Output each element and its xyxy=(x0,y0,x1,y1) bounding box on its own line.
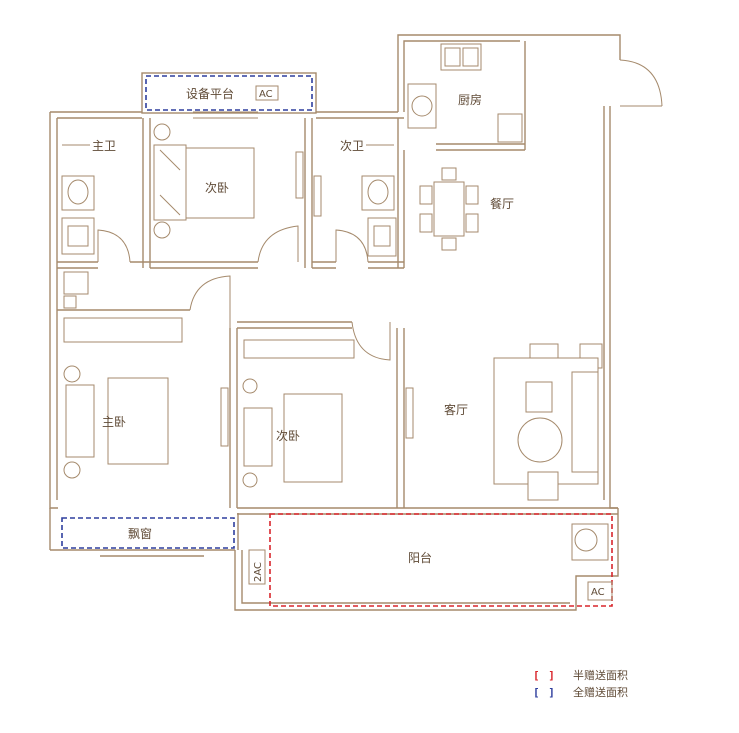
ac-box-right xyxy=(587,581,613,601)
ac-label-left: 2AC xyxy=(253,562,264,582)
outer-walls xyxy=(49,34,663,611)
master-bath-fixtures xyxy=(61,144,95,255)
legend-symbol-half: [ ] xyxy=(533,668,556,682)
legend-text-half: 半赠送面积 xyxy=(573,669,628,682)
second-bath-fixtures xyxy=(361,144,397,257)
legend-text-full: 全赠送面积 xyxy=(573,686,628,699)
ac-label-platform: AC xyxy=(259,89,273,100)
label-master-bath: 主卫 xyxy=(92,139,116,153)
bedroom-top-furniture xyxy=(153,123,255,239)
label-bedroom-top: 次卧 xyxy=(205,181,229,195)
label-second-bath: 次卫 xyxy=(340,139,364,153)
label-master-bedroom: 主卧 xyxy=(102,415,126,429)
master-bedroom-furniture xyxy=(63,271,183,479)
full-gift-outline-platform xyxy=(145,75,313,111)
label-kitchen: 厨房 xyxy=(458,92,482,107)
dining-table xyxy=(419,167,479,251)
ac-box-platform xyxy=(255,85,279,101)
legend-symbol-full: [ ] xyxy=(533,685,556,699)
balcony-fixture xyxy=(571,523,609,561)
legend-row-half: [ ] 半赠送面积 xyxy=(533,667,628,683)
legend-row-full: [ ] 全赠送面积 xyxy=(533,684,628,700)
bedroom-mid-furniture xyxy=(242,339,355,488)
kitchen-fixtures xyxy=(407,43,523,143)
label-bay-window: 飘窗 xyxy=(128,527,152,541)
windows xyxy=(193,111,414,447)
full-gift-outline-bay-window xyxy=(61,517,235,549)
label-balcony: 阳台 xyxy=(408,550,432,565)
label-equipment-platform: 设备平台 xyxy=(186,86,234,101)
doors xyxy=(97,225,391,361)
ac-label-right: AC xyxy=(591,587,605,598)
label-dining: 餐厅 xyxy=(490,196,514,211)
ac-box-left xyxy=(248,549,266,585)
label-living: 客厅 xyxy=(444,402,468,417)
interior-walls xyxy=(49,41,618,557)
living-furniture xyxy=(493,343,603,501)
label-bedroom-mid: 次卧 xyxy=(276,429,300,443)
half-gift-outline-balcony xyxy=(269,513,613,607)
